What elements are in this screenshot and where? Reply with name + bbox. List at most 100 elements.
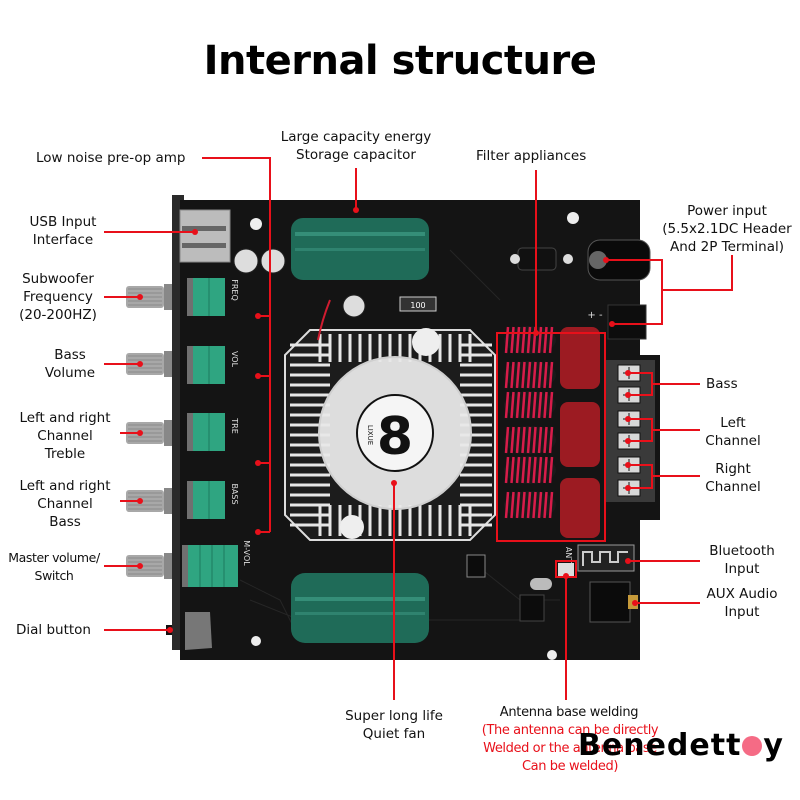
antenna-pad (558, 563, 574, 576)
toroid-inductor (504, 361, 556, 389)
storage-capacitor-bottom (291, 573, 429, 643)
label-dial: Dial button (16, 622, 91, 638)
callout-dot (603, 257, 609, 263)
label-preamp: Low noise pre-op amp (36, 150, 186, 166)
storage-capacitor-top (291, 218, 429, 280)
toroid-inductor (504, 326, 556, 354)
small-capacitors (233, 248, 366, 318)
svg-text:8: 8 (377, 407, 413, 467)
callout-dot (625, 370, 631, 376)
aux-jack (589, 581, 638, 623)
svg-text:BASS: BASS (230, 483, 239, 504)
label-out-bass: Bass (706, 376, 738, 392)
film-capacitor (560, 402, 600, 467)
callout-dot (353, 207, 359, 213)
svg-text:100: 100 (410, 301, 425, 310)
callout-dot (137, 361, 143, 367)
svg-text:+ -: + - (587, 310, 603, 321)
callout-dot (563, 573, 569, 579)
callout-dot (625, 416, 631, 422)
control-knob (126, 420, 172, 446)
potentiometer (187, 278, 225, 316)
label-antenna: Antenna base welding (499, 705, 639, 720)
callout-dot (137, 498, 143, 504)
callout-dot (533, 330, 539, 336)
dial-button (185, 612, 212, 650)
bluetooth-antenna (577, 544, 635, 572)
output-terminal-block (605, 360, 655, 502)
callout-dot (632, 600, 638, 606)
callout-dot (255, 460, 261, 466)
toroid-inductor (504, 391, 556, 419)
callout-dot (391, 480, 397, 486)
callout-dot (137, 563, 143, 569)
callout-dot (167, 627, 173, 633)
callout-dot (625, 392, 631, 398)
svg-text:FREQ: FREQ (230, 279, 239, 301)
callout-dot (137, 430, 143, 436)
svg-text:LIXUE: LIXUE (366, 425, 374, 445)
mount-hole (251, 636, 261, 646)
watermark-dot (742, 736, 763, 756)
toroid-inductor (504, 456, 556, 484)
label-filter: Filter appliances (476, 148, 587, 164)
callout-line (662, 255, 733, 291)
callout-dot (192, 229, 198, 235)
cooling-fan: 8 LIXUE (318, 356, 472, 510)
bt-chip (519, 594, 545, 622)
svg-text:VOL: VOL (230, 351, 239, 368)
svg-text:M-VOL: M-VOL (242, 540, 251, 566)
toroid-inductor (504, 491, 556, 519)
fan-wire (317, 299, 331, 341)
toroid-inductor (504, 426, 556, 454)
potentiometer (182, 545, 238, 587)
callout-dot (625, 438, 631, 444)
filter-highlight-box (496, 332, 606, 542)
label-master: Master volume/Switch (8, 550, 100, 583)
fan-hub (356, 394, 434, 472)
mount-hole (250, 218, 262, 230)
callout-dot (255, 373, 261, 379)
potentiometer (187, 481, 225, 519)
mount-hole (547, 650, 557, 660)
crystal (530, 578, 552, 590)
callout-line (202, 157, 271, 532)
svg-text:ANT: ANT (564, 547, 573, 563)
page-title: Internal structure (203, 38, 597, 84)
callout-dot (625, 462, 631, 468)
film-capacitor (560, 478, 600, 538)
callout-dot (609, 321, 615, 327)
potentiometer (187, 346, 225, 384)
callout-dot (625, 558, 631, 564)
callout-dot (255, 313, 261, 319)
usb-port (179, 209, 231, 263)
svg-text:TRE: TRE (230, 417, 239, 434)
callout-dot (137, 294, 143, 300)
potentiometer (187, 413, 225, 451)
filter-section (504, 326, 600, 538)
mount-hole (567, 212, 579, 224)
control-knob (126, 488, 172, 514)
callout-dot (255, 529, 261, 535)
regulator (466, 554, 486, 578)
power-terminal (607, 304, 647, 340)
power-resistor (399, 296, 437, 312)
callout-dot (625, 485, 631, 491)
film-capacitor (560, 327, 600, 389)
callout-line (606, 259, 663, 325)
